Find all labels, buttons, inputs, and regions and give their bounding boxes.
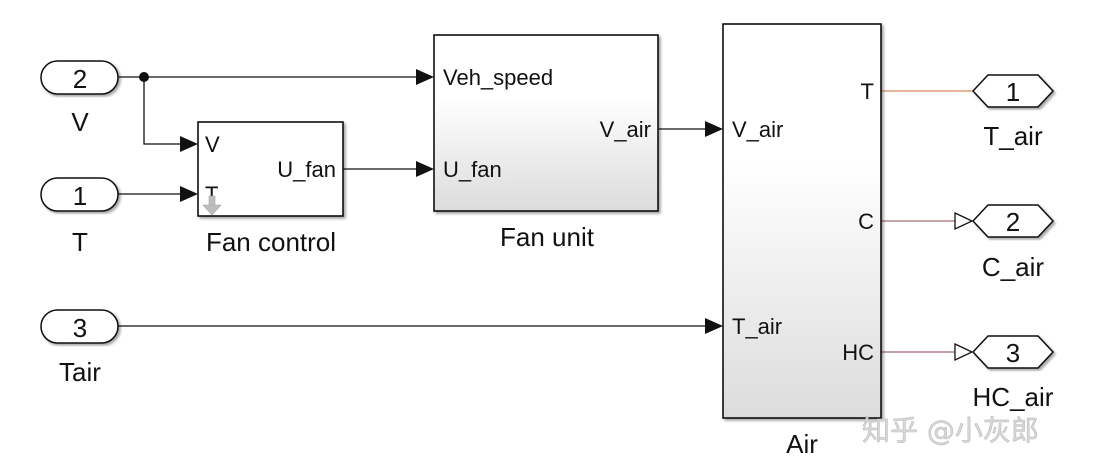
outport-t-air[interactable] bbox=[971, 74, 1055, 108]
inport-tair-number: 3 bbox=[73, 313, 87, 343]
inport-tair[interactable] bbox=[40, 309, 119, 344]
air-port-hc: HC bbox=[842, 340, 874, 365]
arrow-fan-control-t bbox=[180, 186, 198, 202]
outport-hc-air-number: 3 bbox=[1006, 338, 1020, 368]
down-arrow-icon bbox=[202, 195, 222, 216]
inport-t[interactable] bbox=[40, 177, 119, 212]
arrow-t-air bbox=[705, 318, 723, 334]
air-port-c: C bbox=[858, 209, 874, 234]
open-arrow-hc bbox=[954, 342, 974, 362]
arrowheads bbox=[180, 69, 723, 334]
outport-t-air-number: 1 bbox=[1006, 77, 1020, 107]
inport-t-label: T bbox=[72, 227, 88, 257]
outport-c-air-number: 2 bbox=[1006, 207, 1020, 237]
fan-control-name: Fan control bbox=[206, 227, 336, 257]
fan-control-port-u-fan: U_fan bbox=[277, 157, 336, 182]
outport-c-air-label: C_air bbox=[982, 252, 1044, 282]
air-block[interactable] bbox=[722, 23, 882, 419]
air-port-t-air: T_air bbox=[732, 314, 782, 339]
fan-control-block[interactable] bbox=[197, 121, 344, 217]
arrow-fan-control-v bbox=[180, 136, 198, 152]
fan-control-port-v: V bbox=[205, 132, 220, 157]
arrow-veh-speed bbox=[416, 69, 434, 85]
signal-lines bbox=[118, 76, 707, 327]
fan-unit-port-u-fan: U_fan bbox=[443, 157, 502, 182]
fan-unit-port-veh-speed: Veh_speed bbox=[443, 65, 553, 90]
outport-t-air-label: T_air bbox=[983, 121, 1043, 151]
arrow-v-air bbox=[705, 121, 723, 137]
branch-point bbox=[139, 72, 149, 82]
outport-hc-air-label: HC_air bbox=[973, 382, 1054, 412]
inport-v-label: V bbox=[71, 107, 89, 137]
line-v-to-fan-control-v[interactable] bbox=[143, 77, 182, 145]
open-arrow-c bbox=[954, 211, 974, 231]
fan-unit-name: Fan unit bbox=[500, 222, 595, 252]
air-port-v-air: V_air bbox=[732, 117, 783, 142]
outport-c-air[interactable] bbox=[971, 204, 1055, 238]
inport-t-number: 1 bbox=[73, 181, 87, 211]
watermark: 知乎 @小灰郎 bbox=[862, 414, 1039, 447]
air-name: Air bbox=[786, 429, 818, 459]
arrow-u-fan bbox=[416, 161, 434, 177]
inport-tair-label: Tair bbox=[59, 357, 101, 387]
fan-unit-port-v-air: V_air bbox=[600, 117, 651, 142]
fan-unit-block[interactable] bbox=[433, 34, 659, 212]
inport-v[interactable] bbox=[40, 60, 119, 95]
air-port-t: T bbox=[861, 79, 874, 104]
outport-hc-air[interactable] bbox=[971, 335, 1055, 369]
inport-v-number: 2 bbox=[73, 64, 87, 94]
